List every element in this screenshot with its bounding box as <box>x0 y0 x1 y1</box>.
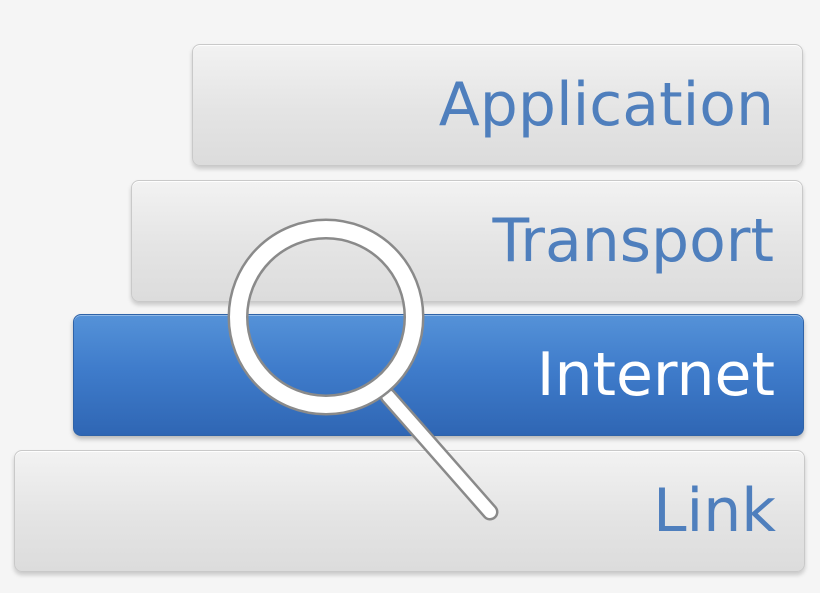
layer-transport: Transport <box>131 180 803 302</box>
layer-application-label: Application <box>438 70 774 140</box>
layer-internet-label: Internet <box>536 340 775 410</box>
layer-internet: Internet <box>73 314 804 436</box>
layer-transport-label: Transport <box>492 206 774 276</box>
layer-link: Link <box>14 450 805 572</box>
layer-application: Application <box>192 44 803 166</box>
layer-link-label: Link <box>653 476 776 546</box>
